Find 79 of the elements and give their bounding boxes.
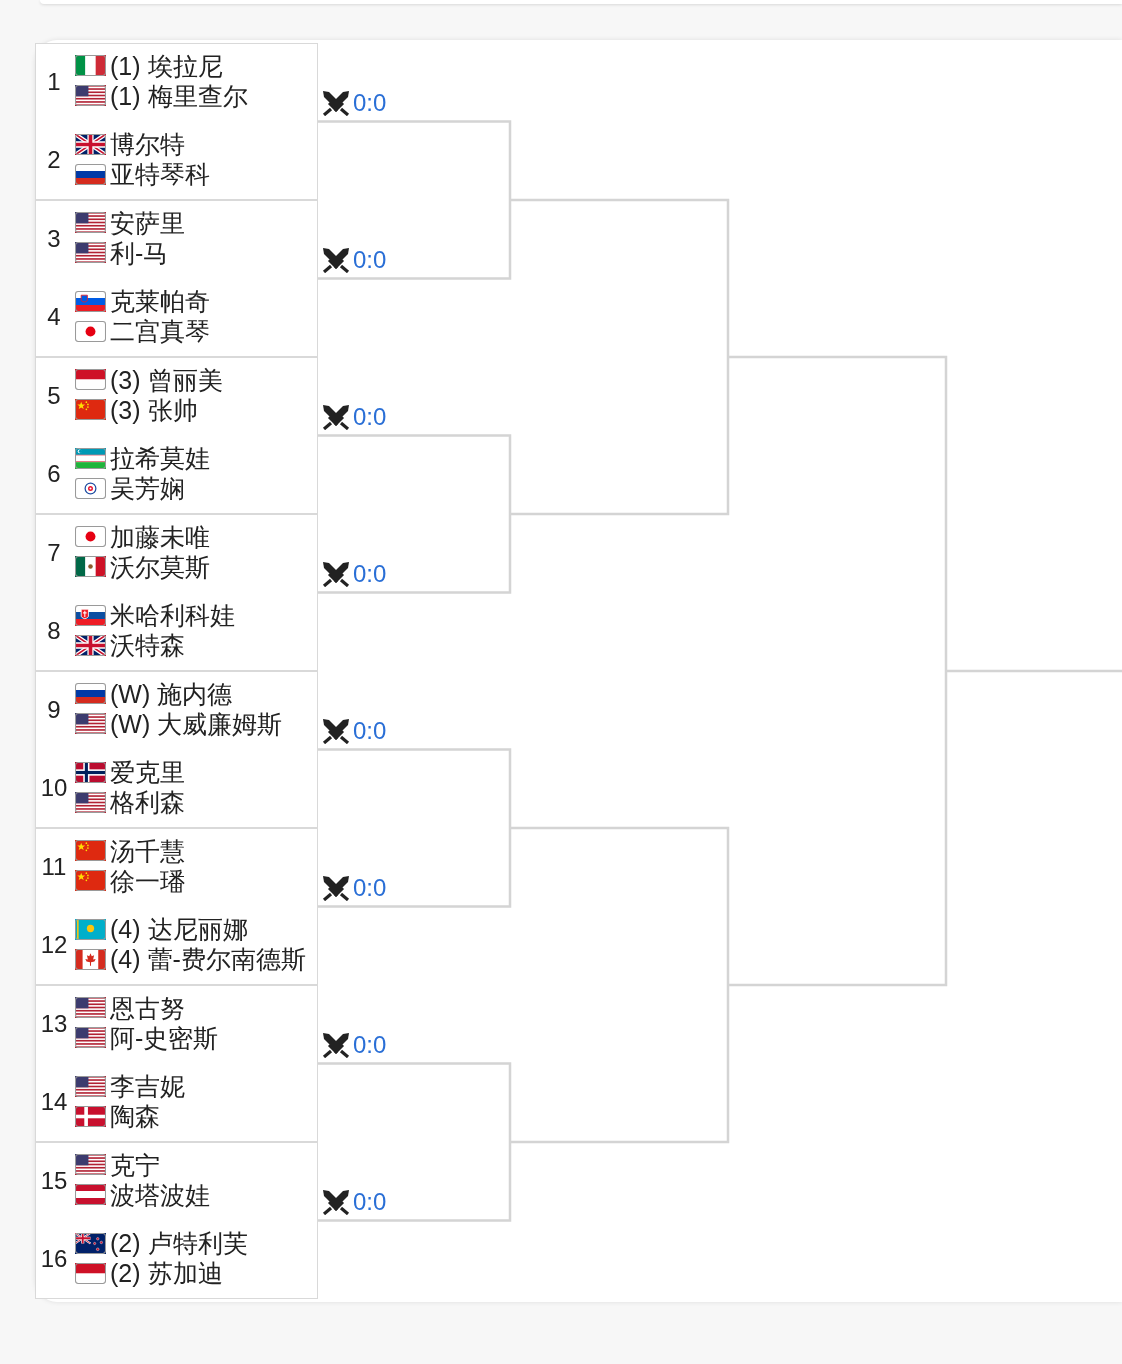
bracket-line [318, 828, 512, 908]
player-name: (1) 梅里查尔 [110, 80, 248, 111]
draw-number: 5 [46, 380, 62, 411]
player-name: 拉希莫娃 [110, 443, 210, 473]
match-box [35, 671, 318, 828]
score-text: 0:0 [353, 873, 387, 902]
score-text: 0:0 [353, 559, 387, 588]
player-name: 亚特琴科 [110, 159, 210, 189]
draw-number: 4 [46, 302, 62, 332]
bracket-line [318, 120, 512, 200]
draw-number: 9 [46, 694, 62, 725]
draw-number: 11 [40, 851, 68, 882]
player-name: 李吉妮 [110, 1071, 185, 1101]
player-name: 安萨里 [110, 207, 185, 238]
player-name: 阿-史密斯 [110, 1022, 219, 1053]
draw-number: 12 [39, 930, 69, 960]
match-box [35, 985, 318, 1142]
bracket-line [728, 671, 948, 987]
player-name: (3) 张帅 [110, 394, 198, 425]
player-name: 二宫真琴 [110, 316, 210, 346]
player-name: 沃特森 [110, 630, 185, 660]
bracket-line [728, 355, 948, 671]
score-text: 0:0 [353, 245, 387, 274]
draw-number: 13 [39, 1008, 69, 1039]
score-text: 0:0 [353, 88, 387, 117]
draw-number: 14 [39, 1087, 69, 1117]
match-box [35, 1142, 318, 1299]
draw-number: 7 [46, 537, 62, 568]
player-name: 利-马 [110, 237, 169, 268]
bracket-line [318, 434, 512, 514]
match-box [35, 828, 318, 985]
match-box [35, 514, 318, 671]
player-name: (4) 达尼丽娜 [110, 914, 248, 944]
match-box [35, 357, 318, 514]
player-name: 恩古努 [110, 992, 185, 1023]
draw-number: 6 [46, 459, 62, 489]
bracket-line [318, 1142, 512, 1222]
player-name: 米哈利科娃 [110, 600, 235, 630]
bracket-line [946, 669, 1122, 673]
bracket-line [318, 514, 512, 594]
player-name: (W) 大威廉姆斯 [110, 708, 283, 739]
player-name: 格利森 [110, 787, 185, 817]
player-name: 博尔特 [110, 129, 185, 159]
player-name: (1) 埃拉尼 [110, 50, 223, 81]
match-box [35, 43, 318, 200]
player-name: 克宁 [110, 1149, 160, 1180]
score-text: 0:0 [353, 716, 387, 745]
player-name: (3) 曾丽美 [110, 364, 223, 395]
draw-number: 3 [46, 223, 62, 254]
bracket-line [510, 985, 730, 1144]
draw-number: 2 [46, 145, 62, 175]
player-name: 徐一璠 [110, 865, 185, 896]
bracket-line [510, 198, 730, 357]
player-name: 加藤未唯 [110, 521, 210, 552]
player-name: (2) 卢特利芙 [110, 1228, 248, 1258]
player-name: 克莱帕奇 [110, 286, 210, 316]
score-text: 0:0 [353, 1030, 387, 1059]
player-name: 汤千慧 [110, 835, 185, 866]
draw-number: 15 [39, 1165, 69, 1196]
player-name: 波塔波娃 [110, 1179, 210, 1210]
draw-number: 8 [46, 616, 62, 646]
bracket-line [510, 357, 730, 516]
player-name: (W) 施内德 [110, 678, 233, 709]
draw-number: 1 [46, 66, 62, 97]
bracket-line [318, 748, 512, 828]
player-name: (2) 苏加迪 [110, 1258, 223, 1288]
player-name: (4) 蕾-费尔南德斯 [110, 944, 306, 974]
draw-number: 10 [39, 773, 69, 803]
bracket-line [318, 200, 512, 280]
player-name: 沃尔莫斯 [110, 551, 210, 582]
score-text: 0:0 [353, 402, 387, 431]
player-name: 吴芳娴 [110, 473, 185, 503]
draw-number: 16 [39, 1244, 69, 1274]
player-name: 陶森 [110, 1101, 160, 1131]
match-box [35, 200, 318, 357]
score-text: 0:0 [353, 1187, 387, 1216]
bracket-line [510, 826, 730, 985]
bracket-line [318, 1062, 512, 1142]
player-name: 爱克里 [110, 757, 185, 787]
